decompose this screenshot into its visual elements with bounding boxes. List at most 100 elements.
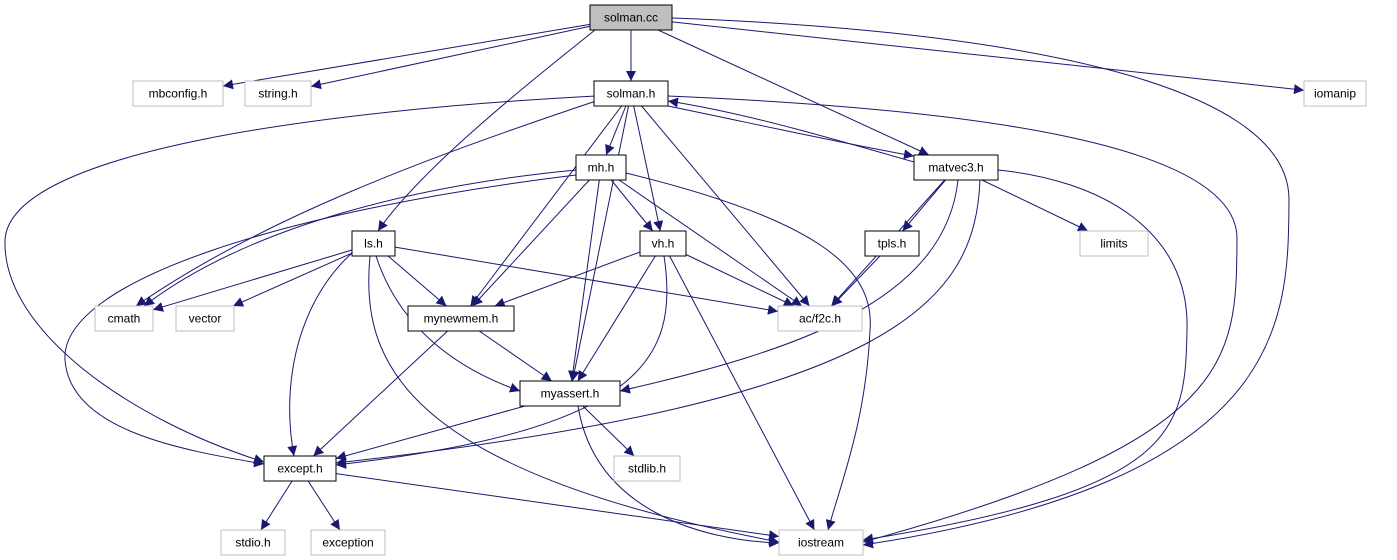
- node-label-exception: exception: [322, 536, 373, 550]
- node-label-cmath: cmath: [108, 312, 141, 326]
- node-stdlib-h: stdlib.h: [613, 455, 681, 482]
- node-box-vh-h: [639, 230, 687, 257]
- edge-mh-h-to-iostream: [625, 172, 871, 531]
- node-mh-h[interactable]: mh.h: [575, 154, 627, 181]
- edge-ls-h-to-mynewmem-h: [387, 255, 447, 307]
- node-box-cmath: [94, 305, 154, 332]
- node-box-except-h: [263, 455, 337, 482]
- edge-except-h-to-stdio-h: [260, 480, 293, 531]
- node-label-iostream: iostream: [798, 536, 844, 550]
- edge-solman-cc-to-matvec3-h: [657, 29, 930, 156]
- node-box-limits: [1079, 230, 1149, 257]
- edge-solman-h-to-ac-f2c-h: [641, 105, 810, 307]
- edge-solman-cc-to-iomanip: [671, 21, 1305, 95]
- node-matvec3-h[interactable]: matvec3.h: [913, 154, 999, 181]
- node-label-except-h: except.h: [277, 462, 322, 476]
- node-vh-h[interactable]: vh.h: [639, 230, 687, 257]
- node-box-ls-h: [351, 230, 396, 257]
- edge-tpls-h-to-ac-f2c-h: [831, 255, 881, 307]
- edge-matvec3-h-to-except-h: [335, 179, 981, 467]
- node-box-mbconfig-h: [132, 80, 224, 107]
- edge-vh-h-to-myassert-h: [577, 255, 656, 382]
- node-box-string-h: [244, 80, 312, 107]
- node-mbconfig-h: mbconfig.h: [132, 80, 224, 107]
- edge-solman-h-to-matvec3-h: [667, 105, 915, 160]
- node-label-mbconfig-h: mbconfig.h: [149, 87, 208, 101]
- node-label-ls-h: ls.h: [364, 237, 383, 251]
- node-stdio-h: stdio.h: [220, 529, 286, 556]
- edge-solman-h-to-mynewmem-h: [470, 105, 622, 307]
- edge-mh-h-to-vh-h: [610, 179, 654, 232]
- edge-except-h-to-iostream: [335, 473, 780, 541]
- edge-solman-h-to-cmath: [135, 100, 597, 307]
- node-cmath: cmath: [94, 305, 154, 332]
- edge-matvec3-h-to-tpls-h: [902, 179, 946, 232]
- node-label-solman-cc: solman.cc: [604, 11, 658, 25]
- node-iomanip: iomanip: [1303, 80, 1367, 107]
- node-limits: limits: [1079, 230, 1149, 257]
- edge-myassert-h-to-except-h: [335, 405, 526, 461]
- node-label-matvec3-h: matvec3.h: [928, 161, 983, 175]
- node-box-stdlib-h: [613, 455, 681, 482]
- node-box-solman-cc: [589, 4, 673, 31]
- node-mynewmem-h[interactable]: mynewmem.h: [407, 305, 515, 332]
- node-label-stdio-h: stdio.h: [235, 536, 270, 550]
- edge-solman-h-to-myassert-h: [569, 105, 629, 382]
- edges-layer: [4, 17, 1305, 549]
- edge-mh-h-to-cmath: [143, 169, 577, 307]
- node-vector: vector: [175, 305, 235, 332]
- edge-solman-cc-to-mbconfig-h: [222, 23, 591, 90]
- node-ls-h[interactable]: ls.h: [351, 230, 396, 257]
- node-label-vector: vector: [189, 312, 222, 326]
- edge-vh-h-to-iostream: [669, 255, 815, 531]
- node-box-mh-h: [575, 154, 627, 181]
- edge-mynewmem-h-to-except-h: [313, 330, 448, 457]
- node-solman-h[interactable]: solman.h: [593, 80, 669, 107]
- node-label-solman-h: solman.h: [607, 87, 656, 101]
- node-ac-f2c-h: ac/f2c.h: [777, 305, 863, 332]
- node-tpls-h[interactable]: tpls.h: [864, 230, 920, 257]
- edge-solman-h-to-iostream: [667, 95, 1238, 545]
- node-box-stdio-h: [220, 529, 286, 556]
- edge-vh-h-to-mynewmem-h: [494, 251, 641, 308]
- edge-solman-h-to-vh-h: [633, 105, 664, 232]
- node-myassert-h[interactable]: myassert.h: [519, 380, 621, 407]
- node-box-iostream: [778, 529, 864, 556]
- edge-ls-h-to-except-h: [287, 252, 353, 457]
- node-box-myassert-h: [519, 380, 621, 407]
- node-label-stdlib-h: stdlib.h: [628, 462, 666, 476]
- node-box-solman-h: [593, 80, 669, 107]
- node-except-h[interactable]: except.h: [263, 455, 337, 482]
- node-box-matvec3-h: [913, 154, 999, 181]
- node-box-tpls-h: [864, 230, 920, 257]
- edge-vh-h-to-ac-f2c-h: [685, 254, 795, 307]
- edge-myassert-h-to-iostream: [577, 405, 780, 548]
- edge-solman-h-to-except-h: [4, 95, 597, 464]
- edge-matvec3-h-to-myassert-h: [619, 179, 959, 394]
- edge-mh-h-to-myassert-h: [568, 179, 600, 382]
- node-label-mh-h: mh.h: [588, 161, 615, 175]
- node-label-iomanip: iomanip: [1314, 87, 1356, 101]
- node-iostream: iostream: [778, 529, 864, 556]
- edge-matvec3-h-to-limits: [981, 179, 1089, 232]
- edge-solman-cc-to-string-h: [310, 25, 591, 90]
- edge-matvec3-h-to-solman-h: [667, 97, 915, 163]
- edge-mh-h-to-ac-f2c-h: [618, 179, 803, 307]
- node-box-ac-f2c-h: [777, 305, 863, 332]
- edge-matvec3-h-to-iostream: [862, 169, 1188, 544]
- node-box-iomanip: [1303, 80, 1367, 107]
- edge-ls-h-to-vector: [232, 252, 353, 307]
- edge-mh-h-to-mynewmem-h: [472, 179, 590, 307]
- edge-solman-cc-to-iostream: [671, 17, 1290, 549]
- node-label-vh-h: vh.h: [652, 237, 675, 251]
- node-label-myassert-h: myassert.h: [541, 387, 600, 401]
- edge-ls-h-to-cmath: [152, 249, 353, 312]
- node-label-limits: limits: [1100, 237, 1127, 251]
- node-label-ac-f2c-h: ac/f2c.h: [799, 312, 841, 326]
- node-box-mynewmem-h: [407, 305, 515, 332]
- node-solman-cc[interactable]: solman.cc: [589, 4, 673, 31]
- node-box-exception: [310, 529, 386, 556]
- node-box-vector: [175, 305, 235, 332]
